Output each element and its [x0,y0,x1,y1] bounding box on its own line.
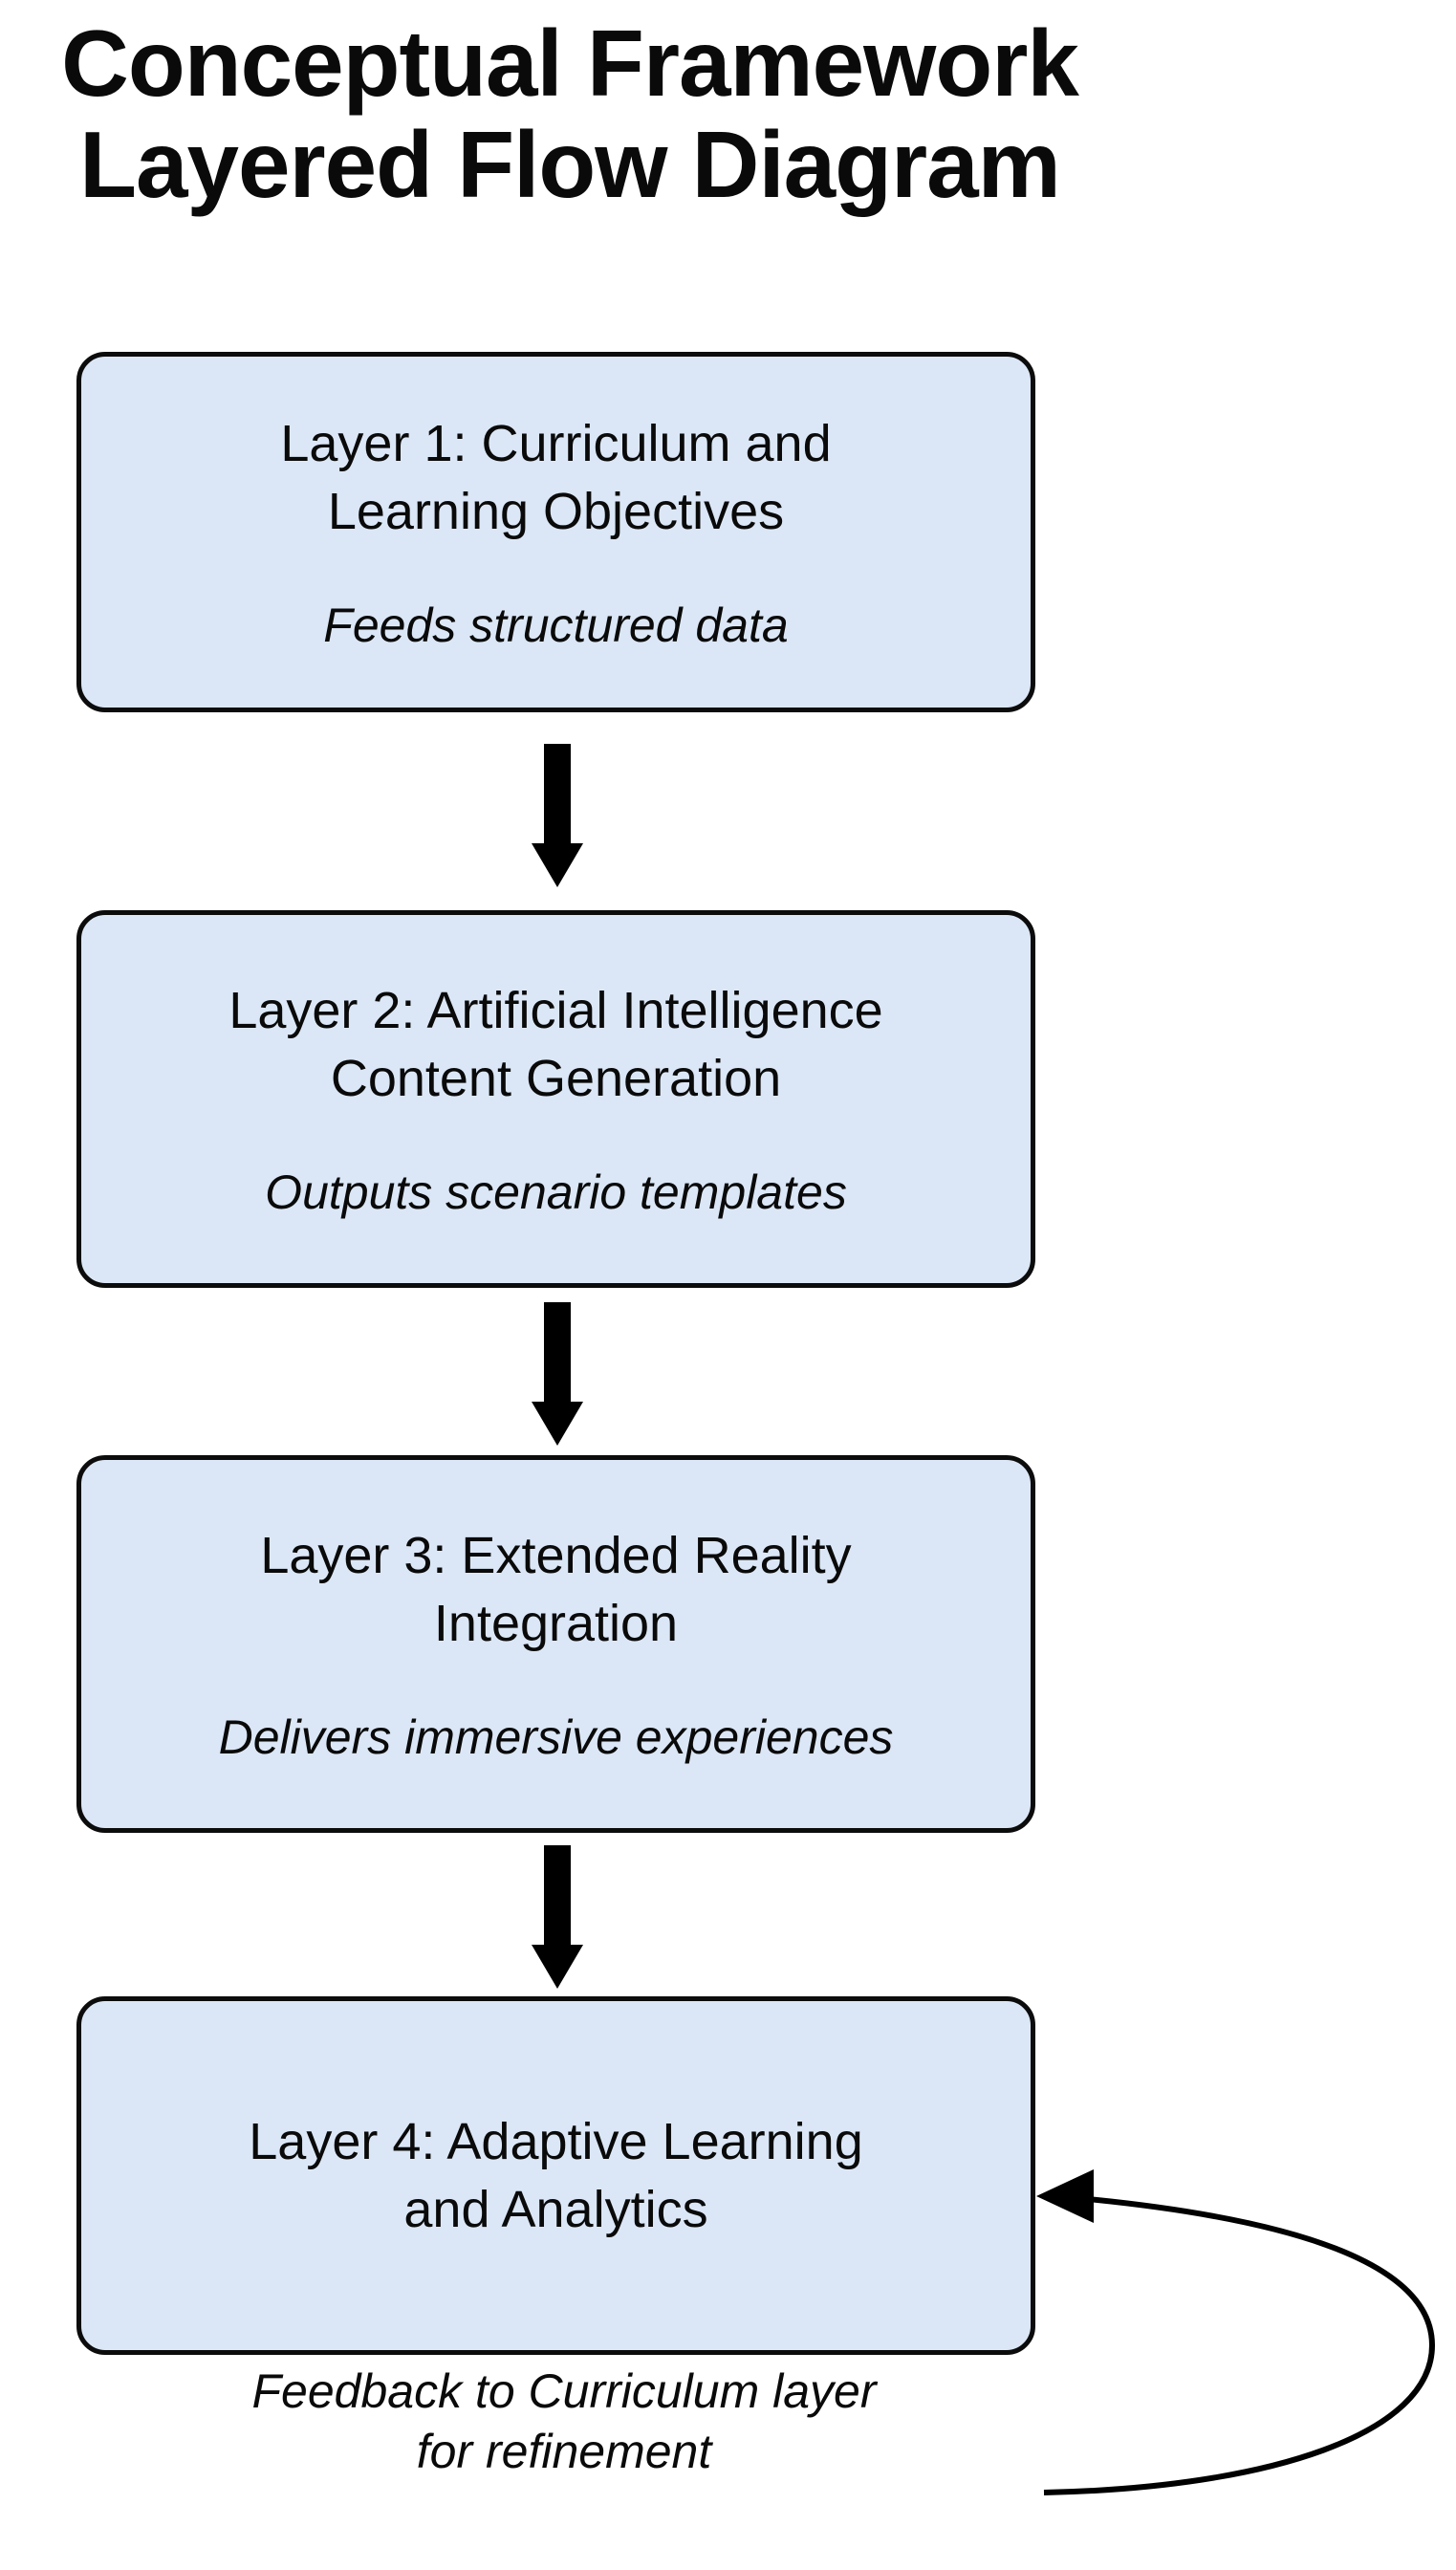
layer-2-heading-line1: Layer 2: Artificial Intelligence [228,982,883,1040]
down-arrow-head [532,1402,583,1446]
layer-3-heading-line2: Integration [433,1594,679,1652]
layer-1-heading-line2: Learning Objectives [327,482,785,540]
layer-2-heading: Layer 2: Artificial Intelligence Content… [228,977,882,1111]
layer-3-box: Layer 3: Extended Reality Integration De… [76,1455,1035,1833]
layer-2-box: Layer 2: Artificial Intelligence Content… [76,910,1035,1288]
layer-4-heading-line1: Layer 4: Adaptive Learning [249,2113,863,2171]
down-arrow-icon [532,1302,583,1446]
down-arrow-head [532,843,583,887]
down-arrow-icon [532,744,583,887]
layer-4-heading: Layer 4: Adaptive Learning and Analytics [249,2108,862,2242]
layer-1-heading-line1: Layer 1: Curriculum and [280,415,832,473]
feedback-arc-path [1043,2196,1436,2495]
down-arrow-icon [532,1845,583,1989]
feedback-arrowhead [1036,2169,1094,2223]
down-arrow-head [532,1945,583,1989]
page-title: Conceptual Framework Layered Flow Diagra… [6,11,1134,217]
layer-3-heading: Layer 3: Extended Reality Integration [260,1522,851,1656]
feedback-caption-line2: for refinement [416,2425,712,2478]
feedback-caption-line1: Feedback to Curriculum layer [251,2364,877,2418]
layer-2-heading-line2: Content Generation [330,1049,782,1107]
feedback-loop-arrow-icon [1036,2169,1436,2495]
layer-1-box: Layer 1: Curriculum and Learning Objecti… [76,352,1035,712]
layer-2-subtitle: Outputs scenario templates [265,1165,847,1219]
down-arrow-shaft [544,1845,571,1945]
layer-4-heading-line2: and Analytics [403,2180,708,2238]
page-title-line2: Layered Flow Diagram [79,111,1061,217]
down-arrow-shaft [544,1302,571,1402]
layer-3-heading-line1: Layer 3: Extended Reality [260,1527,852,1585]
layer-1-subtitle: Feeds structured data [323,598,789,652]
down-arrow-shaft [544,744,571,843]
page-title-line1: Conceptual Framework [61,11,1079,116]
layer-1-heading: Layer 1: Curriculum and Learning Objecti… [280,410,831,544]
layer-3-subtitle: Delivers immersive experiences [218,1710,894,1764]
feedback-caption: Feedback to Curriculum layer for refinem… [57,2362,1071,2482]
layer-4-box: Layer 4: Adaptive Learning and Analytics [76,1996,1035,2355]
